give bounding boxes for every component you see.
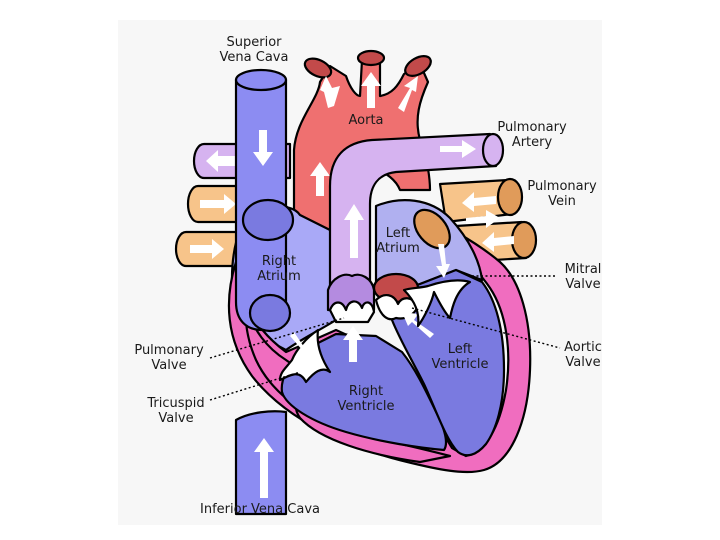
label-left-ventricle-line2: Ventricle bbox=[432, 357, 489, 372]
pulmonary-valve-leader bbox=[209, 317, 345, 359]
label-aorta: Aorta bbox=[348, 113, 383, 128]
label-left-ventricle-line1: Left bbox=[448, 342, 472, 357]
vena-cava bbox=[234, 68, 295, 516]
pulmonary-artery bbox=[326, 132, 505, 312]
mitral-valve bbox=[402, 279, 472, 328]
label-inferior-vena-cava: Inferior Vena Cava bbox=[200, 502, 320, 517]
label-pulmonary-valve-line1: Pulmonary bbox=[134, 343, 204, 358]
label-pulmonary-artery-line2: Artery bbox=[512, 135, 553, 150]
label-aortic-valve-line2: Valve bbox=[565, 355, 600, 370]
label-pulmonary-vein-line1: Pulmonary bbox=[527, 179, 597, 194]
label-right-atrium-line2: Atrium bbox=[257, 269, 301, 284]
label-superior-vena-cava-line1: Superior bbox=[227, 35, 283, 50]
label-mitral-valve-line1: Mitral bbox=[565, 262, 602, 277]
label-superior-vena-cava-line2: Vena Cava bbox=[220, 50, 289, 65]
label-tricuspid-valve-line1: Tricuspid bbox=[146, 396, 204, 411]
label-aortic-valve-line1: Aortic bbox=[564, 340, 602, 355]
aortic-valve-leader bbox=[411, 307, 561, 349]
label-pulmonary-vein-line2: Vein bbox=[548, 194, 576, 209]
label-right-ventricle-line1: Right bbox=[349, 384, 383, 399]
label-mitral-valve-line2: Valve bbox=[565, 277, 600, 292]
label-left-atrium-line2: Atrium bbox=[376, 241, 420, 256]
pulmonary-veins-right bbox=[438, 177, 538, 264]
label-pulmonary-valve-line2: Valve bbox=[151, 358, 186, 373]
label-left-atrium-line1: Left bbox=[386, 226, 410, 241]
label-tricuspid-valve-line2: Valve bbox=[158, 411, 193, 426]
label-right-atrium-line1: Right bbox=[262, 254, 296, 269]
pulmonary-valve bbox=[290, 300, 376, 362]
label-pulmonary-artery-line1: Pulmonary bbox=[497, 120, 567, 135]
label-right-ventricle-line2: Ventricle bbox=[338, 399, 395, 414]
